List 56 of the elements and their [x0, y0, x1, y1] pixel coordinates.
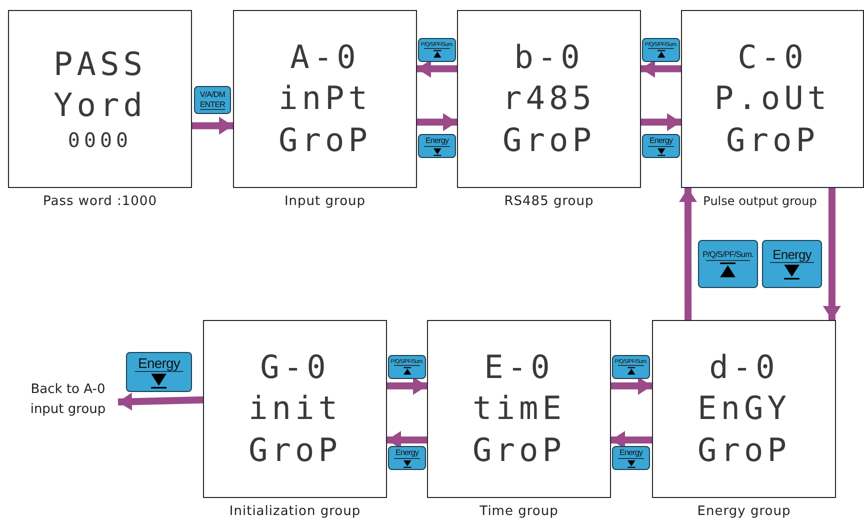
- display-screen: [427, 320, 611, 498]
- segment-display-text: E-0: [484, 350, 554, 386]
- key-button: Energy: [762, 240, 822, 288]
- segment-display-text: PASS: [53, 46, 147, 82]
- screen-caption: Pass word :1000: [43, 194, 157, 209]
- arrow: [641, 60, 681, 78]
- key-button: Energy: [126, 352, 192, 392]
- segment-display-text: Yord: [53, 88, 147, 124]
- arrow: [678, 188, 697, 320]
- arrow: [192, 116, 233, 135]
- key-button: Energy: [418, 134, 456, 158]
- segment-display-text: EnGY: [697, 391, 791, 427]
- segment-display-text: init: [248, 391, 342, 427]
- display-screen: [8, 10, 192, 188]
- segment-display-text: b-0: [514, 40, 584, 76]
- display-screen: [681, 10, 864, 188]
- segment-display-text: GroP: [278, 122, 372, 158]
- segment-display-text: GroP: [472, 432, 566, 468]
- arrow: [118, 392, 204, 411]
- key-button: P/Q/S/PF/Sum.: [698, 240, 758, 288]
- arrow: [417, 113, 457, 132]
- screen-caption: Pulse output group: [703, 194, 817, 208]
- segment-display-text: GroP: [248, 432, 342, 468]
- key-button: Energy: [388, 446, 426, 470]
- key-button: V/A/DM ENTER: [194, 86, 231, 114]
- arrow: [611, 376, 652, 395]
- arrow: [611, 430, 652, 449]
- segment-display-text: GroP: [697, 432, 791, 468]
- segment-display-text: GroP: [502, 122, 596, 158]
- segment-display-text: C-0: [738, 40, 808, 76]
- display-screen: [652, 320, 836, 498]
- segment-display-text: G-0: [260, 350, 330, 386]
- note-text: Back to A-0 input group: [18, 380, 118, 424]
- arrow: [641, 113, 681, 132]
- segment-display-text: d-0: [709, 350, 779, 386]
- display-screen: [233, 10, 417, 188]
- arrow: [417, 60, 457, 78]
- arrow: [387, 430, 427, 449]
- segment-display-text: 0000: [68, 129, 132, 152]
- key-button: Energy: [642, 134, 680, 158]
- screen-caption: Energy group: [697, 504, 791, 519]
- segment-display-text: A-0: [290, 40, 360, 76]
- display-screen: [457, 10, 641, 188]
- arrow: [822, 188, 841, 320]
- screen-caption: Initialization group: [229, 504, 361, 519]
- segment-display-text: P.oUt: [714, 81, 831, 117]
- screen-caption: Input group: [284, 194, 366, 209]
- segment-display-text: timE: [472, 391, 566, 427]
- key-button: Energy: [612, 446, 650, 470]
- arrow: [387, 376, 427, 395]
- display-screen: [203, 320, 387, 498]
- screen-caption: RS485 group: [504, 194, 594, 209]
- segment-display-text: GroP: [726, 122, 820, 158]
- segment-display-text: inPt: [278, 81, 372, 117]
- screen-caption: Time group: [480, 504, 558, 519]
- segment-display-text: r485: [502, 81, 596, 117]
